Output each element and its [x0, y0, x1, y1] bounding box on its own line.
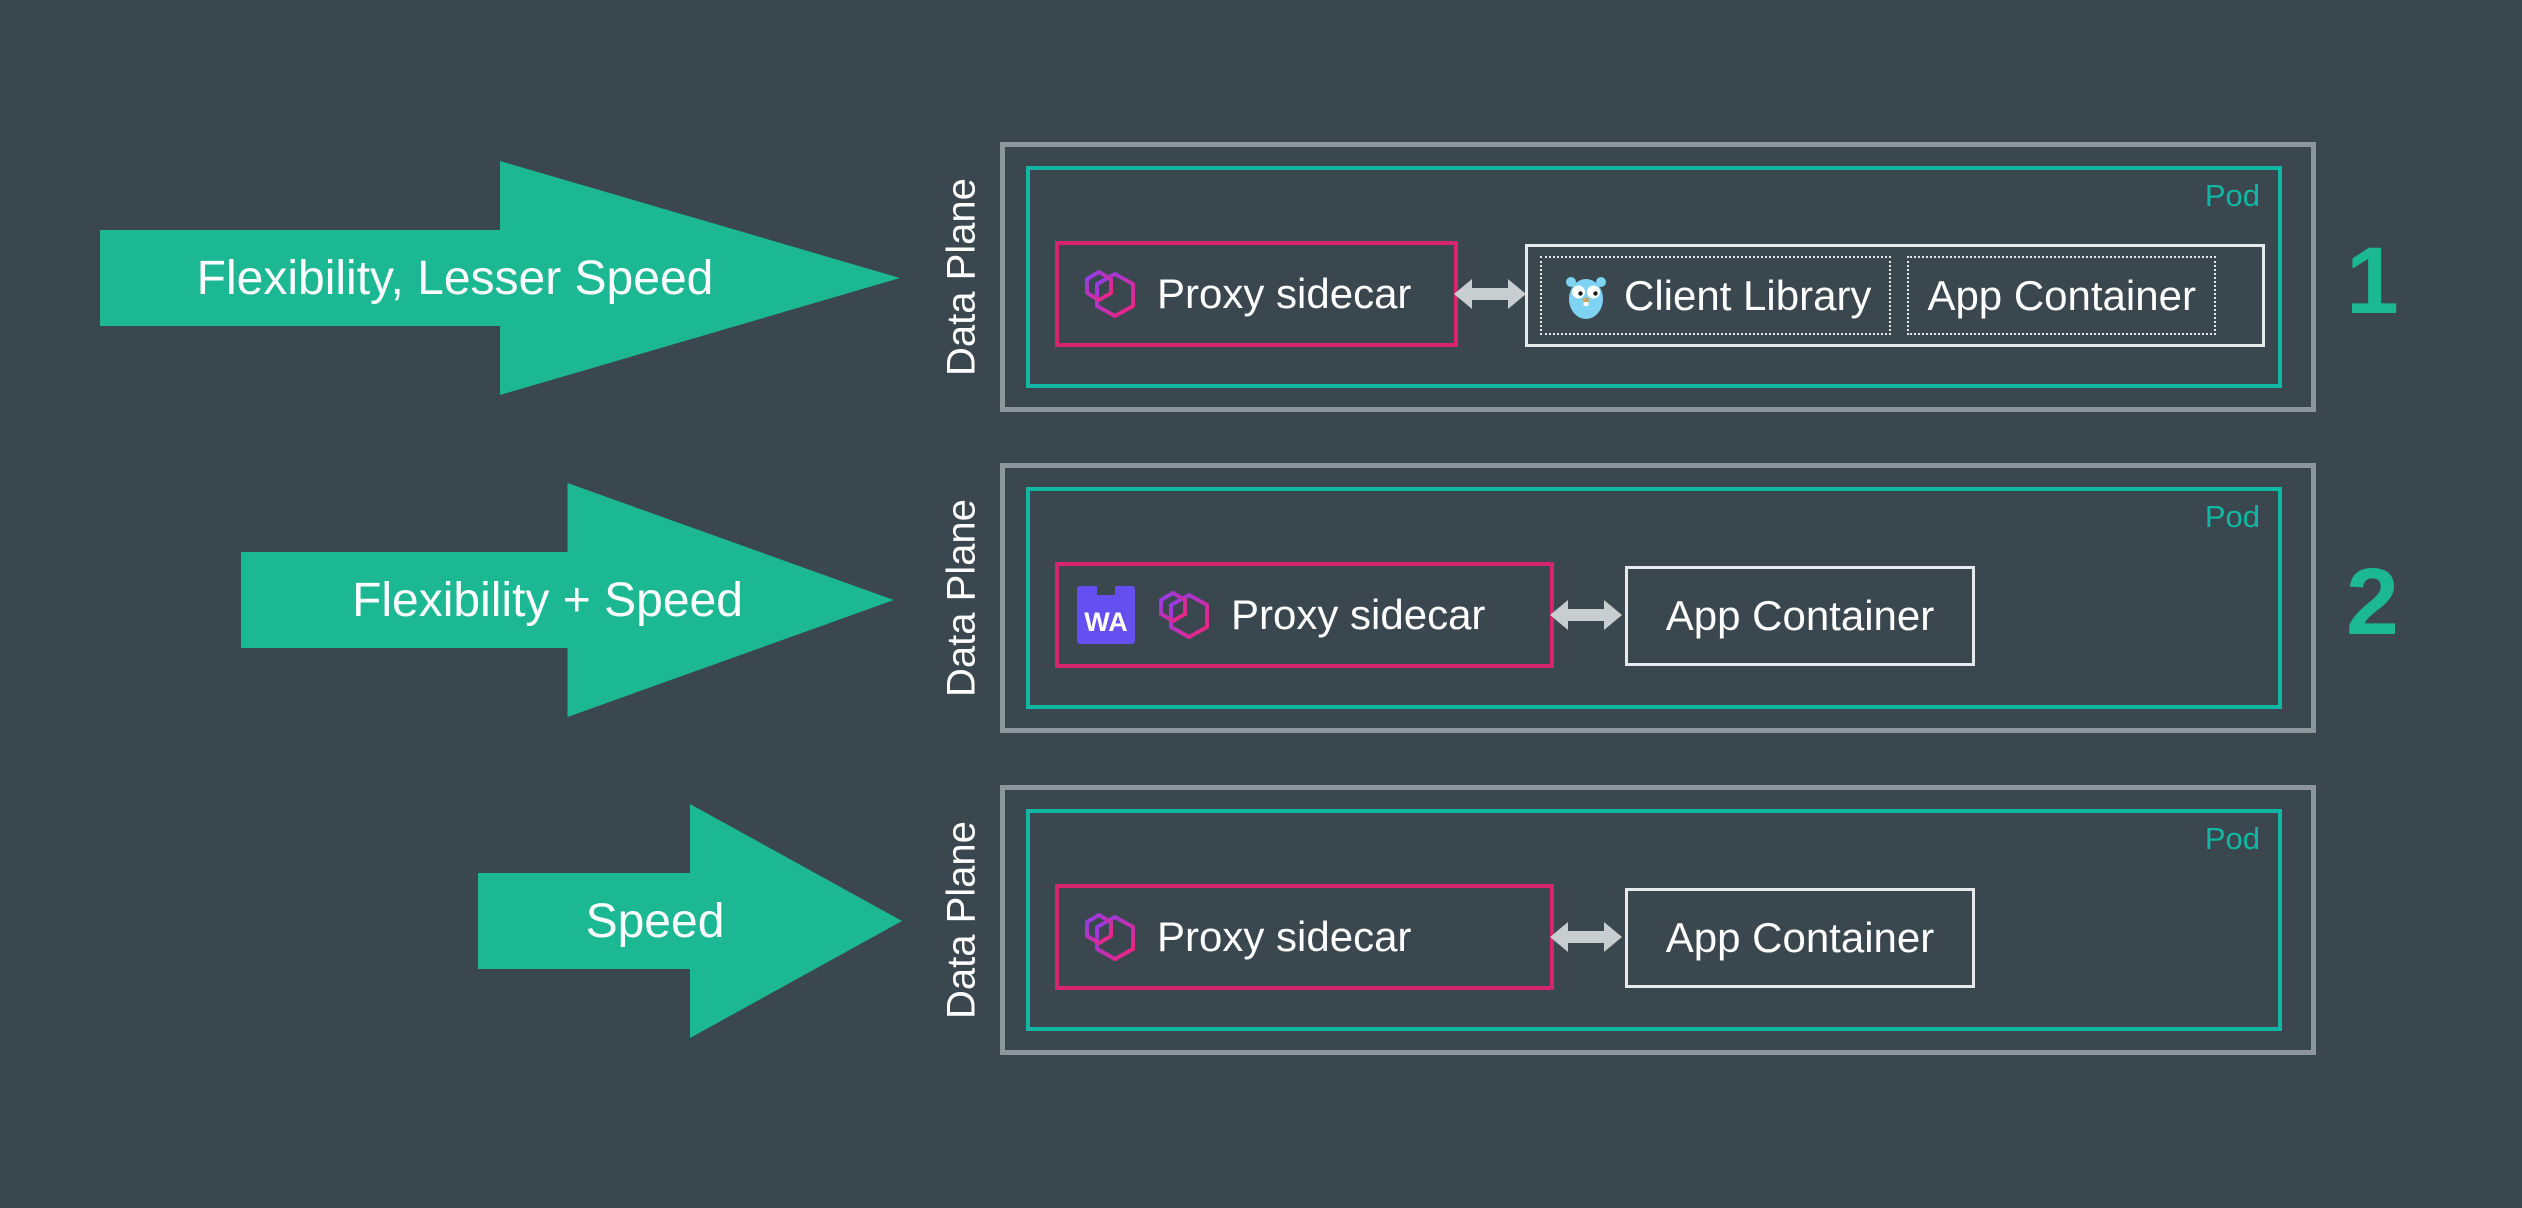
pod-label: Pod — [2204, 178, 2260, 213]
flow-arrow-1: Flexibility, Lesser Speed — [100, 161, 900, 395]
bidirectional-arrow-icon — [1550, 600, 1622, 630]
pod-box: Pod WA Pr — [1026, 487, 2282, 709]
proxy-sidecar-box: Proxy sidecar — [1055, 884, 1554, 990]
data-plane-label: Data Plane — [939, 178, 984, 376]
proxy-sidecar-box: WA Proxy sidecar — [1055, 562, 1554, 668]
data-plane-box: Pod WA Pr — [1000, 463, 2316, 733]
envoy-logo-icon — [1077, 905, 1141, 969]
pod-label: Pod — [2204, 499, 2260, 534]
envoy-logo-icon — [1151, 583, 1215, 647]
flow-arrow-2: Flexibility + Speed — [241, 483, 894, 717]
data-plane-box: Pod Proxy sidecar — [1000, 785, 2316, 1055]
go-gopher-icon — [1560, 270, 1612, 322]
bidirectional-arrow-icon — [1454, 279, 1526, 309]
option-row-2: Data Plane Pod WA — [938, 463, 2416, 733]
app-container-box: App Container — [1907, 256, 2216, 335]
data-plane-label: Data Plane — [939, 499, 984, 697]
data-plane-box: Pod Proxy sidecar — [1000, 142, 2316, 412]
client-library-label: Client Library — [1624, 271, 1872, 319]
app-group-box: Client Library App Container — [1525, 244, 2265, 347]
app-container-box: App Container — [1625, 566, 1975, 666]
envoy-logo-icon — [1077, 262, 1141, 326]
client-library-box: Client Library — [1540, 256, 1892, 335]
data-plane-label: Data Plane — [939, 821, 984, 1019]
proxy-sidecar-label: Proxy sidecar — [1157, 913, 1412, 960]
app-container-label: App Container — [1665, 914, 1935, 961]
option-number-2: 2 — [2346, 549, 2399, 655]
flow-arrow-2-label: Flexibility + Speed — [352, 573, 743, 627]
pod-label: Pod — [2204, 821, 2260, 856]
flow-arrow-3: Speed — [478, 804, 902, 1038]
proxy-sidecar-box: Proxy sidecar — [1055, 241, 1458, 347]
app-container-label: App Container — [1665, 592, 1935, 639]
app-container-label: App Container — [1927, 271, 2196, 319]
wasm-icon: WA — [1077, 586, 1135, 644]
flow-arrow-1-label: Flexibility, Lesser Speed — [196, 251, 714, 305]
option-row-1: Data Plane Pod — [938, 142, 2416, 412]
proxy-sidecar-label: Proxy sidecar — [1157, 270, 1412, 317]
app-container-box: App Container — [1625, 888, 1975, 988]
option-number-1: 1 — [2346, 228, 2399, 334]
flow-arrow-3-label: Speed — [585, 894, 725, 948]
pod-box: Pod Proxy sidecar — [1026, 166, 2282, 388]
proxy-sidecar-label: Proxy sidecar — [1231, 591, 1486, 638]
option-row-3: Data Plane Pod — [938, 785, 2416, 1055]
pod-box: Pod Proxy sidecar — [1026, 809, 2282, 1031]
bidirectional-arrow-icon — [1550, 922, 1622, 952]
